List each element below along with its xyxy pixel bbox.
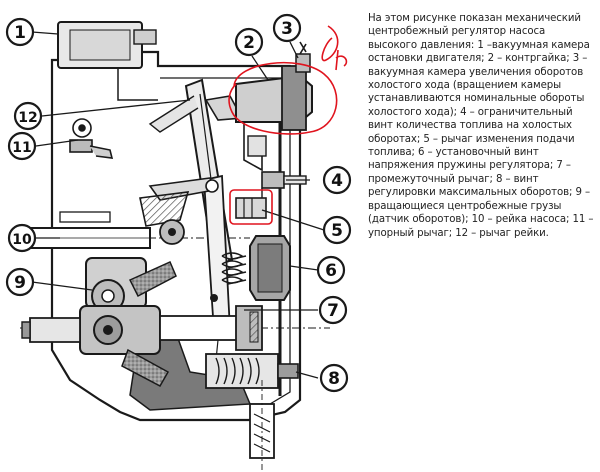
callout-10: 10 — [7, 223, 37, 253]
callout-label: 8 — [328, 369, 340, 389]
fuel-lever — [139, 177, 219, 245]
callout-label: 9 — [14, 273, 26, 293]
stop-lever — [69, 118, 114, 159]
callout-4: 4 — [322, 165, 352, 195]
callout-label: 5 — [331, 221, 343, 241]
callout-label: 1 — [14, 23, 26, 43]
red-scribble-arrow — [321, 25, 348, 71]
max-speed-screw — [205, 353, 299, 389]
callout-6: 6 — [316, 255, 346, 285]
callout-label: 10 — [12, 232, 32, 248]
fuel-lever-bracket — [235, 197, 267, 219]
governor-spring — [221, 252, 244, 284]
governor-sleeve — [159, 305, 263, 351]
callout-label: 4 — [331, 171, 343, 191]
red-box-bracket — [229, 189, 273, 225]
callout-7: 7 — [318, 295, 348, 325]
stop-vacuum-chamber — [57, 21, 158, 101]
spring-adjusting-screw — [227, 235, 291, 301]
callout-label: 3 — [281, 19, 293, 39]
intermediate-lever — [203, 174, 231, 334]
callout-9: 9 — [5, 267, 35, 297]
callout-11: 11 — [7, 131, 37, 161]
callout-label: 12 — [18, 110, 37, 126]
callout-8: 8 — [319, 363, 349, 393]
idle-vacuum-chamber — [235, 41, 313, 172]
pump-rack — [29, 211, 151, 249]
callout-label: 7 — [327, 301, 339, 321]
callout-3: 3 — [272, 13, 302, 43]
callout-5: 5 — [322, 215, 352, 245]
callout-1: 1 — [5, 17, 35, 47]
callout-label: 6 — [325, 261, 337, 281]
callout-label: 11 — [12, 140, 31, 156]
centrifugal-weights — [21, 257, 177, 388]
callout-label: 2 — [243, 33, 255, 53]
caption-text: На этом рисунке показан механический цен… — [368, 13, 594, 239]
red-circle-chamber — [228, 61, 338, 135]
red-annotations — [228, 25, 348, 225]
callout-2: 2 — [234, 27, 264, 57]
callout-12: 12 — [13, 101, 43, 131]
